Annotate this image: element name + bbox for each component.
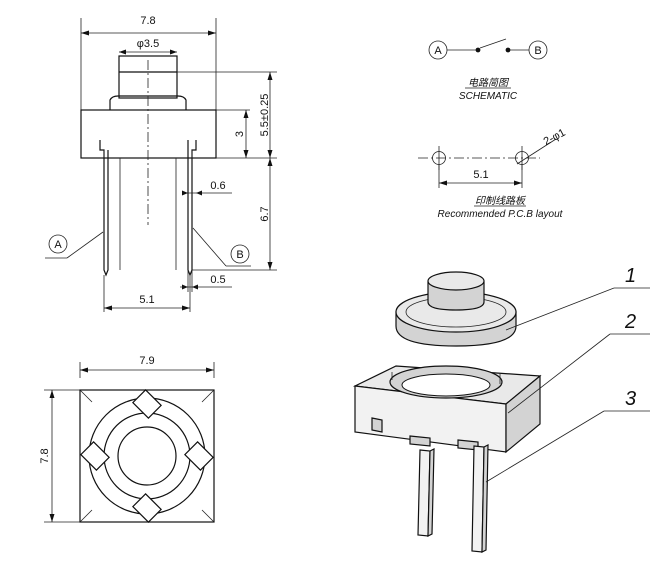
schematic-title-en: SCHEMATIC [459, 91, 518, 102]
schematic-terminal-a: A [434, 45, 442, 57]
pin-thickness-label: 0.5 [210, 274, 225, 286]
pins-part [417, 444, 489, 553]
front-view: 7.8 φ3.5 5.5±0 [45, 15, 277, 312]
part-3-label: 3 [625, 388, 636, 410]
housing-part [352, 365, 542, 454]
bottom-height-label: 7.8 [39, 448, 51, 463]
part-1-label: 1 [625, 265, 636, 287]
pcb-layout: 5.1 2-φ1 印制线路板 Recommended P.C.B layout [418, 127, 568, 220]
bottom-width-label: 7.9 [139, 355, 154, 367]
height-total-label: 5.5±0.25 [259, 94, 271, 137]
pcb-pitch-label: 5.1 [473, 169, 488, 181]
pin-pitch-label: 5.1 [139, 294, 154, 306]
pin-width-label: 0.6 [210, 180, 225, 192]
exploded-view: 1 2 3 [352, 265, 650, 553]
cap-part [395, 271, 517, 347]
pcb-title-cn: 印制线路板 [475, 195, 527, 207]
schematic: A B 电路简图 SCHEMATIC [428, 38, 548, 102]
body-width-label: 7.8 [140, 15, 155, 27]
plunger-diameter-label: φ3.5 [137, 38, 159, 50]
pin-a-label: A [54, 239, 62, 251]
lead-length-label: 6.7 [259, 206, 271, 221]
bottom-view: 7.9 7.8 [39, 355, 215, 523]
pcb-hole-spec: 2-φ1 [542, 127, 568, 148]
body-height-label: 3 [234, 131, 246, 137]
pin-b-label: B [236, 249, 243, 261]
pcb-title-en: Recommended P.C.B layout [438, 209, 564, 220]
schematic-title-cn: 电路简图 [468, 77, 510, 89]
schematic-terminal-b: B [534, 45, 541, 57]
part-2-label: 2 [624, 311, 636, 333]
